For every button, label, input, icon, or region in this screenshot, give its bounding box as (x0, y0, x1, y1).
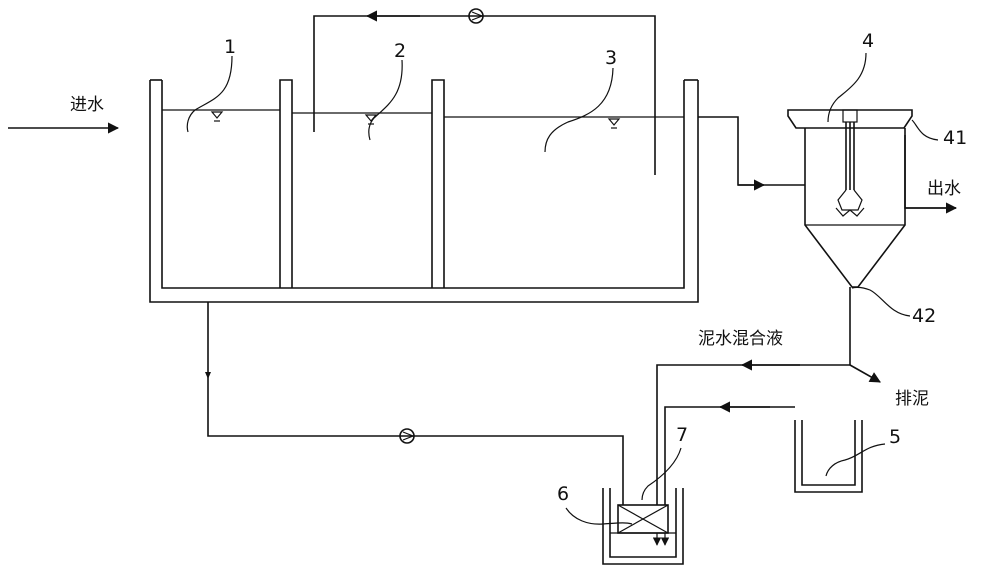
sludge-discharge-label: 排泥 (895, 389, 929, 409)
check-valve-icon (205, 372, 211, 379)
leader-line-5 (825, 443, 886, 477)
label-clarifier: 4 (862, 30, 874, 52)
leader-line-6 (565, 507, 633, 525)
overflow-pipe (698, 116, 805, 191)
leader-line-3 (544, 67, 614, 153)
water-level-icon (210, 111, 224, 122)
return-pump-icon (399, 428, 415, 444)
leader-line-2 (368, 59, 403, 141)
leader-line-7 (641, 447, 682, 501)
label-clarifier-bottom: 42 (912, 305, 936, 327)
recycle-pump-icon (468, 8, 484, 24)
label-reactor: 6 (557, 483, 569, 505)
outlet-pipe (904, 135, 958, 214)
water-level-lines (162, 109, 684, 118)
basin-return-line (207, 302, 624, 505)
dosing-feed-line (664, 401, 795, 505)
sludge-mixture-label: 泥水混合液 (698, 329, 783, 349)
stirrer-icon (835, 109, 865, 217)
reactor-tank (602, 488, 684, 565)
internal-recycle-line (313, 10, 656, 175)
inlet-label: 进水 (70, 95, 104, 115)
main-basin (149, 79, 699, 303)
label-dosing-tank: 5 (889, 426, 901, 448)
reactor-unit-icon (617, 504, 670, 546)
label-tank-3: 3 (605, 47, 617, 69)
water-level-icon (607, 118, 621, 129)
leader-line-41 (911, 119, 939, 141)
label-tank-2: 2 (394, 40, 406, 62)
leader-line-42 (851, 286, 911, 317)
outlet-label: 出水 (927, 179, 961, 199)
dosing-tank (794, 420, 863, 493)
leader-line-4 (827, 52, 867, 123)
leader-line-1 (186, 55, 233, 133)
sludge-line (656, 287, 881, 505)
label-tank-1: 1 (224, 36, 236, 58)
label-clarifier-top: 41 (943, 127, 967, 149)
label-reactor-unit: 7 (676, 424, 688, 446)
